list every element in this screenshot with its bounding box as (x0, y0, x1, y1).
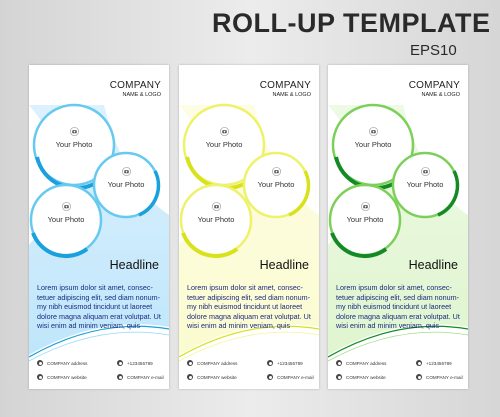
photo-placeholder: Your Photo (251, 167, 301, 189)
photo-placeholder: Your Photo (340, 202, 390, 224)
camera-icon (121, 167, 131, 176)
photo-ring-accent-2 (288, 170, 311, 217)
page-subtitle: EPS10 (410, 42, 457, 59)
headline: Headline (408, 258, 458, 272)
contact-email: COMPANY e-mail (267, 374, 314, 380)
globe-icon (336, 374, 342, 380)
bottom-wave (29, 325, 169, 358)
company-sub: NAME & LOGO (421, 92, 460, 98)
contact-website: COMPANY website (336, 374, 386, 380)
camera-icon (420, 167, 430, 176)
body-text: Lorem ipsum dolor sit amet, consec- tetu… (187, 283, 311, 331)
contact-email: COMPANY e-mail (416, 374, 463, 380)
banner-background (29, 103, 169, 389)
contact-address: COMPANY address (37, 360, 87, 366)
company-name: COMPANY (109, 80, 161, 91)
location-icon (187, 360, 193, 366)
bottom-wave-2 (29, 331, 169, 362)
photo-ring-accent-2 (437, 170, 460, 217)
photo-placeholder: Your Photo (348, 127, 398, 149)
contact-phone: +123456789 (416, 360, 452, 366)
photo-placeholder: Your Photo (49, 127, 99, 149)
banner-green: COMPANY NAME & LOGO Your Photo Your Phot… (328, 65, 468, 389)
contact-phone: +123456789 (117, 360, 153, 366)
bottom-wave (328, 325, 468, 358)
globe-icon (37, 374, 43, 380)
banner-yellow: COMPANY NAME & LOGO Your Photo Your Phot… (179, 65, 319, 389)
mail-icon (267, 374, 273, 380)
company-block: COMPANY NAME & LOGO (110, 80, 161, 98)
camera-icon (211, 202, 221, 211)
photo-label: Your Photo (346, 215, 384, 224)
camera-icon (69, 127, 79, 136)
banner-blue: COMPANY NAME & LOGO Your Photo Your Phot… (29, 65, 169, 389)
company-block: COMPANY NAME & LOGO (409, 80, 460, 98)
phone-icon (416, 360, 422, 366)
location-icon (336, 360, 342, 366)
photo-placeholder: Your Photo (400, 167, 450, 189)
bottom-wave-2 (179, 331, 319, 362)
photo-label: Your Photo (47, 215, 85, 224)
contact-address: COMPANY address (336, 360, 386, 366)
body-text: Lorem ipsum dolor sit amet, consec- tetu… (37, 283, 161, 331)
camera-icon (271, 167, 281, 176)
photo-label: Your Photo (406, 180, 444, 189)
camera-icon (360, 202, 370, 211)
camera-icon (368, 127, 378, 136)
photo-label: Your Photo (197, 215, 235, 224)
contact-website: COMPANY website (187, 374, 237, 380)
photo-ring-accent-3 (31, 232, 89, 259)
photo-label: Your Photo (205, 140, 243, 149)
company-sub: NAME & LOGO (272, 92, 311, 98)
contact-phone: +123456789 (267, 360, 303, 366)
bottom-wave (179, 325, 319, 358)
photo-placeholder: Your Photo (41, 202, 91, 224)
location-icon (37, 360, 43, 366)
banner-background (328, 103, 468, 389)
phone-icon (117, 360, 123, 366)
photo-ring-accent-3 (330, 232, 388, 259)
bottom-wave-2 (328, 331, 468, 362)
camera-icon (61, 202, 71, 211)
camera-icon (219, 127, 229, 136)
page-title: ROLL-UP TEMPLATE (212, 8, 491, 38)
phone-icon (267, 360, 273, 366)
company-name: COMPANY (408, 80, 460, 91)
photo-label: Your Photo (257, 180, 295, 189)
photo-label: Your Photo (107, 180, 145, 189)
photo-placeholder: Your Photo (101, 167, 151, 189)
photo-placeholder: Your Photo (199, 127, 249, 149)
photo-placeholder: Your Photo (191, 202, 241, 224)
headline: Headline (259, 258, 309, 272)
photo-label: Your Photo (354, 140, 392, 149)
photo-label: Your Photo (55, 140, 93, 149)
mail-icon (117, 374, 123, 380)
banner-background (179, 103, 319, 389)
contact-email: COMPANY e-mail (117, 374, 164, 380)
contact-website: COMPANY website (37, 374, 87, 380)
photo-ring-accent-2 (138, 170, 161, 217)
photo-ring-accent-3 (181, 232, 239, 259)
contact-address: COMPANY address (187, 360, 237, 366)
globe-icon (187, 374, 193, 380)
company-sub: NAME & LOGO (122, 92, 161, 98)
headline: Headline (109, 258, 159, 272)
body-text: Lorem ipsum dolor sit amet, consec- tetu… (336, 283, 460, 331)
mail-icon (416, 374, 422, 380)
company-block: COMPANY NAME & LOGO (260, 80, 311, 98)
company-name: COMPANY (259, 80, 311, 91)
